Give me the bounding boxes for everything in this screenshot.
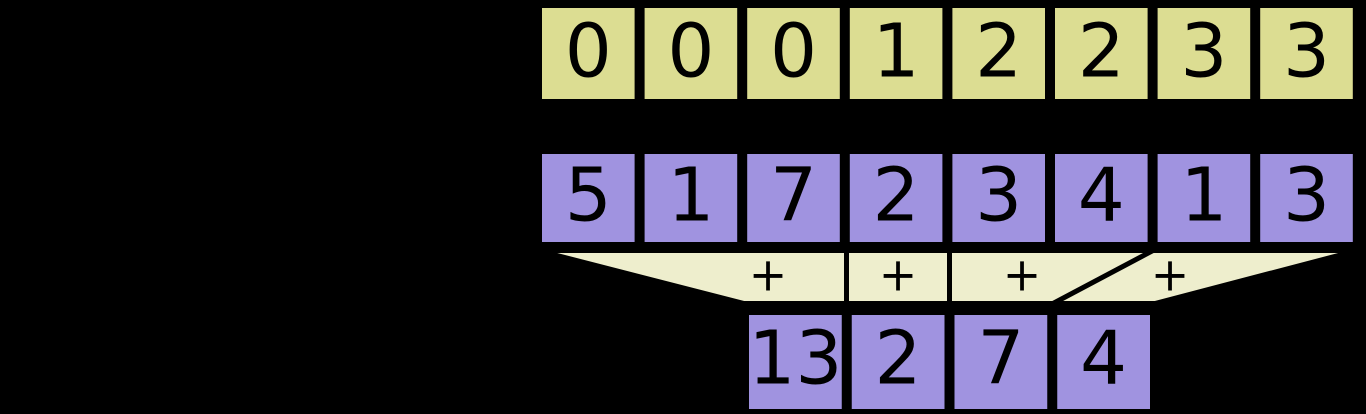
value-cell-5 xyxy=(1050,149,1153,247)
funnel-divider-3-slanted xyxy=(1051,248,1155,306)
operator-plus-2: + xyxy=(1003,248,1042,302)
flag-cell-3 xyxy=(844,3,948,104)
result-cell-label-3: 4 xyxy=(1080,316,1127,402)
value-cell-label-5: 4 xyxy=(1078,153,1125,239)
reduction-funnel: + + + + xyxy=(536,248,1359,306)
flag-cell-2 xyxy=(742,3,845,104)
value-cell-label-3: 2 xyxy=(873,153,920,239)
flag-cell-label-1: 0 xyxy=(667,9,714,95)
flag-cell-7 xyxy=(1255,3,1358,104)
result-cell-3 xyxy=(1052,310,1155,414)
flag-cell-label-4: 2 xyxy=(975,9,1022,95)
flag-cell-label-7: 3 xyxy=(1283,9,1330,95)
value-cell-1 xyxy=(639,149,743,247)
result-cell-1 xyxy=(846,310,950,414)
value-cell-2 xyxy=(742,149,845,247)
value-cell-6 xyxy=(1152,149,1256,247)
operator-plus-3: + xyxy=(1151,248,1190,302)
flag-cell-4 xyxy=(947,3,1051,104)
output-values-row: 13 2 7 4 xyxy=(744,310,1155,414)
flag-cell-label-0: 0 xyxy=(565,9,612,95)
flag-cell-label-3: 1 xyxy=(873,9,920,95)
value-cell-4 xyxy=(947,149,1051,247)
result-cell-2 xyxy=(949,310,1053,414)
flag-cell-label-6: 3 xyxy=(1180,9,1227,95)
segment-flags-row: 0 0 0 1 2 2 3 3 xyxy=(537,3,1358,104)
value-cell-label-2: 7 xyxy=(770,153,817,239)
result-cell-label-1: 2 xyxy=(875,316,922,402)
value-cell-7 xyxy=(1255,149,1358,247)
flag-cell-1 xyxy=(639,3,743,104)
value-cell-label-4: 3 xyxy=(975,153,1022,239)
flag-cell-0 xyxy=(537,3,640,104)
result-cell-label-2: 7 xyxy=(977,316,1024,402)
result-cell-label-0: 13 xyxy=(748,316,842,402)
input-values-row: 5 1 7 2 3 4 1 3 xyxy=(537,149,1358,247)
value-cell-label-0: 5 xyxy=(565,153,612,239)
value-cell-0 xyxy=(537,149,640,247)
operator-plus-1: + xyxy=(879,248,918,302)
value-cell-label-6: 1 xyxy=(1180,153,1227,239)
result-cell-0 xyxy=(744,310,847,414)
flag-cell-5 xyxy=(1050,3,1153,104)
value-cell-label-1: 1 xyxy=(667,153,714,239)
flag-cell-label-2: 0 xyxy=(770,9,817,95)
flag-cell-6 xyxy=(1152,3,1256,104)
value-cell-label-7: 3 xyxy=(1283,153,1330,239)
operator-plus-0: + xyxy=(749,248,788,302)
value-cell-3 xyxy=(844,149,948,247)
flag-cell-label-5: 2 xyxy=(1078,9,1125,95)
